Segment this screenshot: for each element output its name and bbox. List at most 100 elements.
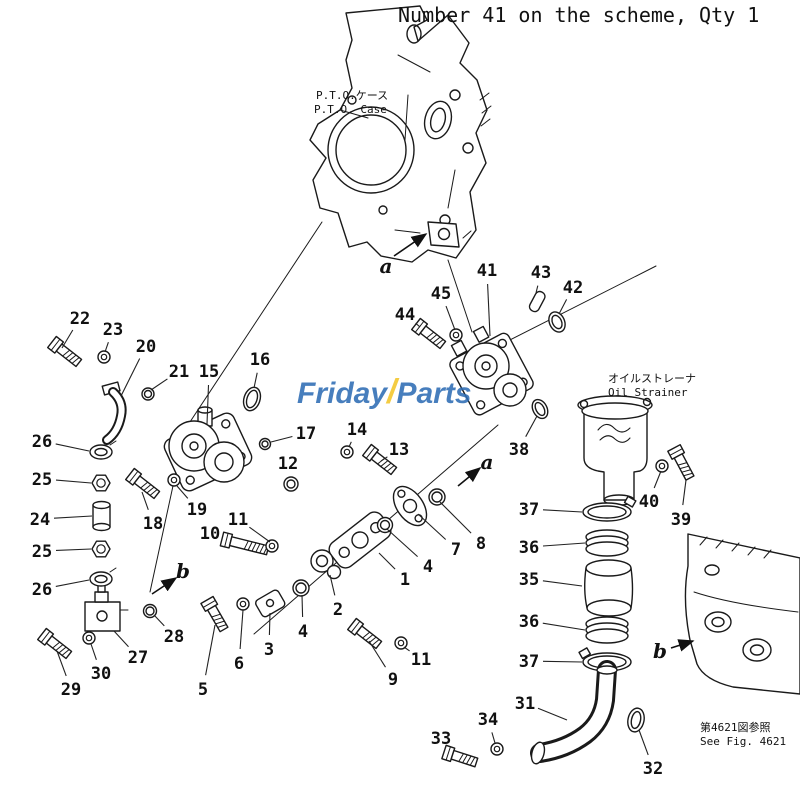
axis-letter-a: a (380, 254, 393, 278)
o-ring-17 (258, 437, 272, 451)
leader-line-37 (542, 509, 583, 513)
o-ring-16 (242, 386, 262, 412)
bolt-5 (200, 595, 231, 634)
part-number-41: 41 (477, 261, 497, 281)
leader-line-35 (542, 580, 583, 587)
part-number-11: 11 (411, 650, 431, 670)
pin-43 (528, 290, 546, 313)
leader-line-23 (104, 342, 109, 353)
part-number-4: 4 (298, 622, 308, 642)
leader-line-15 (206, 384, 210, 425)
watermark: Friday/Parts (297, 373, 472, 411)
leader-line-26 (55, 443, 90, 452)
leader-line-5 (205, 624, 216, 676)
axis-letter-a: a (481, 450, 494, 474)
leader-line-21 (150, 378, 168, 391)
nut-25-lower (91, 540, 111, 558)
washer-19 (167, 473, 181, 487)
part-number-30: 30 (91, 664, 111, 684)
part-number-2: 2 (333, 600, 343, 620)
leader-line-36 (542, 622, 586, 631)
leader-line-2 (329, 574, 336, 596)
part-number-8: 8 (476, 534, 486, 554)
part-number-9: 9 (388, 670, 398, 690)
leader-line-16 (253, 372, 258, 389)
plug-2 (310, 549, 342, 580)
leader-line-6 (239, 609, 244, 650)
part-number-4: 4 (423, 557, 433, 577)
part-number-42: 42 (563, 278, 583, 298)
leader-line-9 (368, 640, 386, 668)
leader-line-42 (558, 299, 568, 315)
leader-line-22 (61, 329, 74, 349)
o-ring-4-lower (292, 579, 310, 597)
part-number-16: 16 (250, 350, 270, 370)
leader-line-19 (176, 485, 189, 499)
axis-letter-b: b (176, 559, 190, 583)
sleeve-36-lower (585, 616, 629, 644)
leader-line-4 (301, 594, 304, 618)
leader-line-20 (120, 358, 141, 397)
part-number-6: 6 (234, 654, 244, 674)
leader-line-3 (268, 612, 271, 636)
part-number-44: 44 (395, 305, 415, 325)
leader-line-25 (55, 548, 92, 551)
leader-line-41 (487, 283, 491, 337)
leader-line-14 (348, 441, 352, 448)
leader-line-7 (417, 513, 447, 540)
part-number-7: 7 (451, 540, 461, 560)
cover-plate-3 (255, 589, 286, 618)
part-number-32: 32 (643, 759, 663, 779)
part-number-21: 21 (169, 362, 189, 382)
see-fig-label-jp: 第4621図参照 (700, 720, 771, 734)
leader-line-30 (90, 643, 97, 660)
watermark-word1: Friday (297, 377, 388, 410)
spacer-24 (92, 500, 111, 532)
part-number-10: 10 (200, 524, 220, 544)
part-number-36: 36 (519, 612, 539, 632)
part-number-35: 35 (519, 570, 539, 590)
oil-strainer-drawing (577, 395, 653, 506)
oval-flange-7 (392, 485, 428, 527)
leader-line-31 (537, 707, 568, 721)
bolt-29 (36, 627, 74, 662)
washer-45 (449, 328, 463, 342)
leader-line-28 (153, 614, 165, 627)
part-number-26: 26 (32, 580, 52, 600)
part-number-25: 25 (32, 470, 52, 490)
leader-line-18 (141, 491, 149, 510)
leader-line-34 (491, 732, 496, 744)
part-number-1: 1 (400, 570, 410, 590)
leader-line-32 (638, 729, 649, 756)
part-number-19: 19 (187, 500, 207, 520)
part-number-23: 23 (103, 320, 123, 340)
pto-case-label-jp: P.T.O.ケース (316, 89, 388, 102)
part-number-33: 33 (431, 729, 451, 749)
bolt-9 (346, 617, 384, 652)
pto-case-label-en: P.T.O. Case (314, 103, 387, 116)
washer-6 (236, 597, 250, 611)
leader-line-8 (439, 501, 472, 534)
part-number-26: 26 (32, 432, 52, 452)
suction-pipe-31 (530, 660, 618, 765)
see-fig-label-en: See Fig. 4621 (700, 735, 786, 748)
part-number-29: 29 (61, 680, 81, 700)
part-number-38: 38 (509, 440, 529, 460)
leader-line-39 (682, 479, 687, 506)
part-number-24: 24 (30, 510, 50, 530)
pump-assembly-15 (163, 406, 253, 492)
leader-line-43 (535, 285, 539, 294)
hose-clamp-37-upper (582, 495, 637, 522)
o-ring-42 (548, 311, 566, 333)
leader-lines (53, 233, 695, 756)
leader-line-44 (415, 322, 421, 328)
bolt-44 (410, 317, 448, 352)
leader-line-1 (378, 552, 396, 570)
leader-line-27 (113, 630, 129, 648)
leader-line-25 (55, 479, 92, 484)
axis-arrow-a (393, 233, 428, 257)
leader-line-36 (542, 542, 586, 547)
